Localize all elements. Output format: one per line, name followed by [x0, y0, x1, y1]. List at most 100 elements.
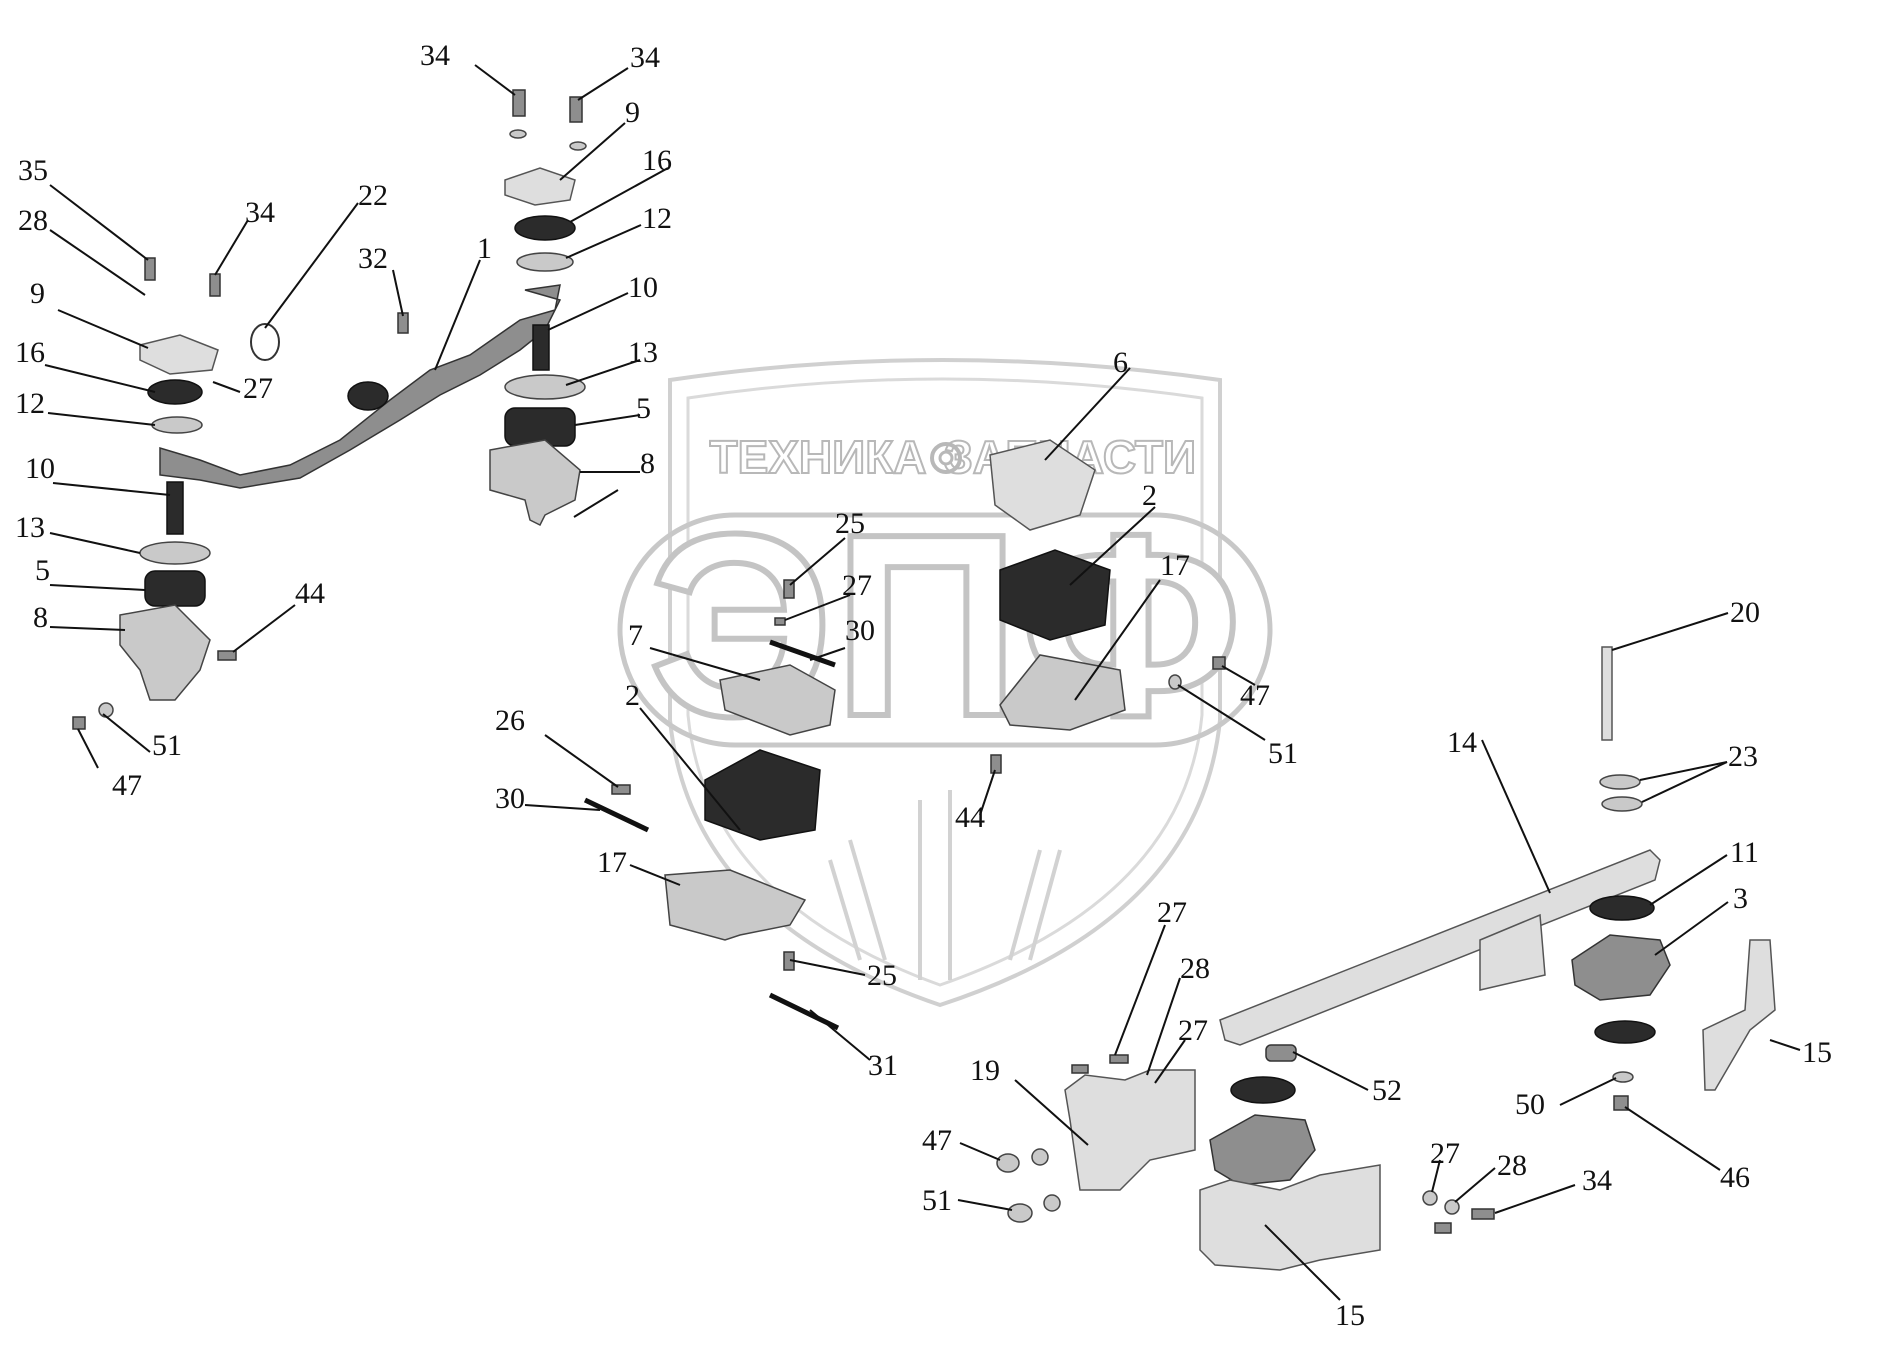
leader-20 — [1611, 612, 1729, 651]
watermark-big-text: ЭПФ — [648, 481, 1242, 771]
leader-27a — [212, 381, 241, 393]
crossmember-hole — [347, 381, 389, 411]
leader-2b — [639, 707, 741, 831]
leader-22 — [264, 202, 359, 329]
label-11: 11 — [1730, 836, 1759, 869]
bolt-34-c — [209, 273, 221, 297]
label-20: 20 — [1730, 596, 1760, 629]
leader-19 — [1014, 1079, 1089, 1146]
label-2b: 2 — [625, 679, 640, 712]
bolt-34-a — [512, 89, 526, 117]
washer-top-b — [569, 141, 587, 151]
label-47a: 47 — [112, 769, 142, 802]
cushion-16-left — [147, 379, 203, 405]
cushion-5-left — [144, 570, 206, 607]
beam-14-bracket — [1479, 913, 1546, 991]
cushion-2-bottom — [704, 749, 821, 841]
leader-16a — [569, 167, 669, 223]
leader-17a — [1074, 579, 1161, 701]
label-8b: 8 — [33, 601, 48, 634]
leader-9b — [57, 309, 149, 349]
bolt-25-top — [783, 579, 795, 599]
leader-28a — [49, 229, 146, 296]
leader-3 — [1654, 901, 1729, 956]
leader-52 — [1292, 1051, 1369, 1091]
leader-17b — [629, 864, 681, 886]
label-2a: 2 — [1142, 479, 1157, 512]
leader-13b — [49, 532, 141, 554]
bracket-6 — [989, 439, 1096, 531]
label-50: 50 — [1515, 1088, 1545, 1121]
part-plate-9-right — [504, 167, 576, 206]
washer-12-left — [151, 416, 203, 434]
label-8a: 8 — [640, 447, 655, 480]
washer-51-bottom — [1043, 1194, 1061, 1212]
washer-top-a — [509, 129, 527, 139]
bracket-19 — [1064, 1069, 1196, 1191]
label-47b: 47 — [1240, 679, 1270, 712]
stud-10-right — [532, 324, 550, 371]
bolt-20 — [1601, 646, 1613, 741]
leader-51c — [957, 1199, 1013, 1211]
nut-47-left — [72, 716, 86, 730]
leader-50 — [1559, 1077, 1617, 1106]
leader-8b — [49, 626, 126, 631]
label-51c: 51 — [922, 1184, 952, 1217]
washer-27-bottom — [1422, 1190, 1438, 1206]
leader-10b-left — [52, 482, 171, 496]
beam-14 — [1219, 849, 1661, 1046]
label-15a: 15 — [1802, 1036, 1832, 1069]
label-19: 19 — [970, 1054, 1000, 1087]
label-5b: 5 — [35, 554, 50, 587]
part-plate-9-left — [139, 334, 219, 375]
leader-5a — [574, 414, 641, 426]
label-17b: 17 — [597, 846, 627, 879]
label-9a: 9 — [625, 96, 640, 129]
leader-5b — [49, 584, 146, 591]
leader-44a — [232, 604, 296, 653]
washer-51-left — [98, 702, 114, 718]
leader-30a — [809, 647, 846, 661]
leader-23b — [1641, 761, 1728, 803]
watermark-left-text: ТЕХНИКА — [709, 431, 926, 483]
bracket-15-right — [1702, 939, 1776, 1091]
leader-25a — [789, 537, 846, 586]
leader-51a — [102, 713, 151, 753]
label-44a: 44 — [295, 577, 325, 610]
leader-34b — [577, 67, 629, 101]
support-3-right — [1571, 934, 1671, 1001]
leader-10b — [573, 489, 619, 518]
bolt-27-bottom — [1071, 1064, 1089, 1074]
washer-23-b — [1601, 796, 1643, 812]
label-25a: 25 — [835, 507, 865, 540]
leader-14 — [1481, 739, 1551, 894]
leader-15b — [1264, 1224, 1341, 1301]
label-34b: 34 — [630, 41, 660, 74]
leader-51b — [1177, 684, 1266, 741]
washer-23-a — [1599, 774, 1641, 790]
label-32: 32 — [358, 242, 388, 275]
leader-34d — [1494, 1184, 1576, 1214]
label-51b: 51 — [1268, 737, 1298, 770]
leader-10a — [547, 292, 629, 331]
crossmember-body — [159, 284, 562, 489]
plate-9-left — [139, 334, 219, 375]
leader-35 — [49, 184, 149, 261]
leader-26 — [544, 734, 619, 788]
label-22: 22 — [358, 179, 388, 212]
leader-32 — [392, 269, 404, 317]
pin-52 — [1265, 1044, 1297, 1062]
label-6: 6 — [1113, 346, 1128, 379]
leader-47b — [1221, 665, 1256, 686]
leader-27b — [784, 594, 851, 621]
washer-50 — [1612, 1071, 1634, 1083]
leader-28c — [1454, 1167, 1496, 1203]
leader-28b — [1146, 977, 1181, 1076]
leader-34c — [214, 219, 249, 276]
bolt-26 — [611, 784, 631, 795]
leader-34a — [474, 64, 516, 96]
bolt-44-left — [217, 650, 237, 661]
wheat-icon — [828, 790, 1062, 980]
label-14: 14 — [1447, 726, 1477, 759]
support-3-bottom — [1209, 1114, 1316, 1186]
